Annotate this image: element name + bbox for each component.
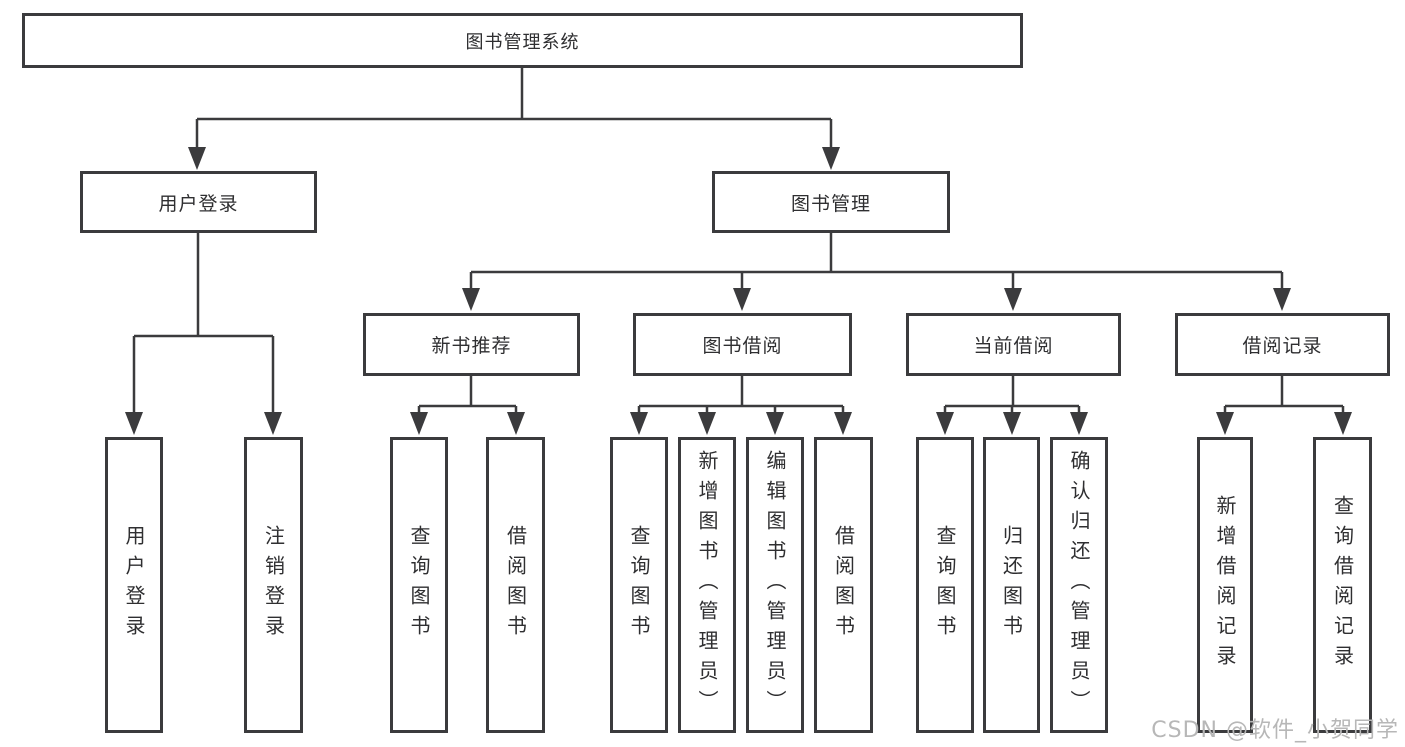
- leaf-query-books-borrowing: 查询图书: [610, 437, 668, 733]
- node-borrowing-records: 借阅记录: [1175, 313, 1390, 376]
- node-label: 查询图书: [407, 525, 431, 645]
- node-book-borrowing: 图书借阅: [633, 313, 852, 376]
- node-label: 确认归还（管理员）: [1067, 450, 1091, 720]
- node-label: 当前借阅: [973, 335, 1054, 357]
- leaf-query-books-recommend: 查询图书: [390, 437, 448, 733]
- node-label: 查询借阅记录: [1330, 495, 1355, 675]
- leaf-add-book-admin: 新增图书（管理员）: [678, 437, 736, 733]
- node-label: 新书推荐: [431, 335, 512, 357]
- node-library-management-system: 图书管理系统: [22, 13, 1023, 68]
- leaf-borrow-books-recommend: 借阅图书: [486, 437, 545, 733]
- node-label: 图书管理系统: [465, 31, 580, 53]
- node-label: 新增借阅记录: [1213, 495, 1237, 675]
- node-label: 用户登录: [122, 525, 146, 645]
- leaf-query-books-current: 查询图书: [916, 437, 974, 733]
- node-label: 编辑图书（管理员）: [763, 450, 787, 720]
- node-label: 借阅图书: [831, 525, 856, 645]
- node-label: 图书管理: [790, 192, 871, 215]
- leaf-query-borrow-record: 查询借阅记录: [1313, 437, 1372, 733]
- node-label: 查询图书: [933, 525, 957, 645]
- leaf-borrow-books: 借阅图书: [814, 437, 873, 733]
- node-book-management: 图书管理: [712, 171, 950, 233]
- node-label: 归还图书: [999, 525, 1024, 645]
- arrowheads: [125, 147, 1352, 435]
- leaf-return-books: 归还图书: [983, 437, 1040, 733]
- node-label: 注销登录: [261, 525, 286, 645]
- node-label: 借阅记录: [1242, 335, 1323, 357]
- node-label: 查询图书: [627, 525, 651, 645]
- node-label: 用户登录: [158, 192, 239, 215]
- leaf-add-borrow-record: 新增借阅记录: [1197, 437, 1253, 733]
- node-current-borrowing: 当前借阅: [906, 313, 1121, 376]
- node-user-login: 用户登录: [80, 171, 317, 233]
- leaf-edit-book-admin: 编辑图书（管理员）: [746, 437, 804, 733]
- node-label: 借阅图书: [503, 525, 528, 645]
- node-label: 图书借阅: [702, 335, 783, 357]
- node-new-book-recommendation: 新书推荐: [363, 313, 580, 376]
- csdn-watermark: CSDN @软件_小贺同学: [1151, 718, 1399, 743]
- leaf-confirm-return-admin: 确认归还（管理员）: [1050, 437, 1108, 733]
- leaf-user-login: 用户登录: [105, 437, 163, 733]
- node-label: 新增图书（管理员）: [695, 450, 719, 720]
- leaf-logout: 注销登录: [244, 437, 303, 733]
